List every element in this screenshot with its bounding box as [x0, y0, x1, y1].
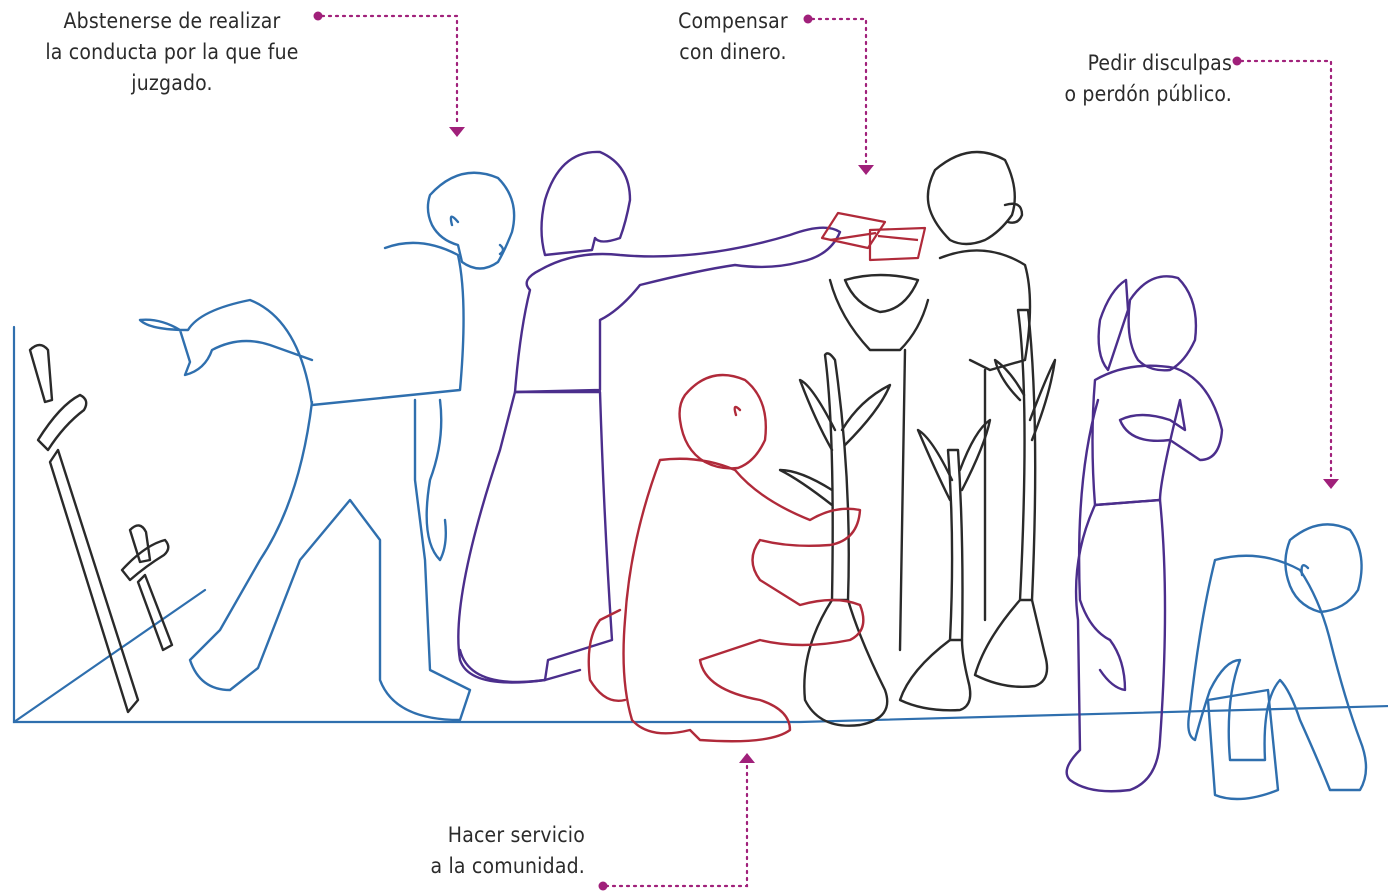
arrow-down-icon [449, 127, 465, 137]
connector-compensate [812, 19, 866, 162]
woman-giving-money [458, 152, 840, 683]
connector-community [606, 766, 747, 886]
bowl-woman-dress [900, 350, 985, 650]
connector-dot-abstain [314, 12, 323, 21]
connectors [322, 16, 1331, 886]
man-ear [451, 217, 458, 225]
connector-dot-community [599, 882, 608, 891]
arrow-up-icon [739, 753, 755, 763]
planter-head [680, 375, 766, 468]
planter-back-foot [589, 610, 625, 701]
sword-blade [50, 450, 138, 712]
swords [30, 345, 172, 712]
girl-arm [1079, 400, 1125, 690]
child-body [1188, 556, 1366, 790]
girl-legs [1067, 500, 1165, 791]
plant-leaf-2a [918, 430, 952, 500]
man-legs [190, 400, 470, 720]
plant-root-1 [804, 600, 887, 726]
bowl-woman-head [928, 152, 1015, 244]
sword-hilt [30, 345, 52, 402]
connector-dot-apologize [1233, 57, 1242, 66]
planter-ear [735, 407, 740, 415]
seated-child [1188, 524, 1366, 799]
man-mouth [500, 245, 503, 254]
plants [780, 310, 1055, 726]
sword-guard [38, 395, 86, 450]
connector-dot-compensate [804, 15, 813, 24]
girl-head [1129, 276, 1196, 370]
plant-stem-1 [825, 353, 849, 600]
arrow-down-icon [1323, 479, 1339, 489]
plant-leaf-1c [780, 470, 832, 505]
woman-skirt [458, 392, 612, 683]
plant-root-2 [900, 640, 970, 710]
small-sword-hilt [130, 525, 150, 562]
man-torso [140, 243, 464, 405]
plant-leaf-1b [842, 385, 890, 445]
connector-arrows [449, 127, 1339, 763]
connector-dots [314, 12, 1242, 891]
bowl [845, 275, 918, 312]
small-sword-blade [138, 575, 172, 650]
arrow-down-icon [858, 165, 874, 175]
woman-with-bowl [830, 152, 1030, 650]
girl-ponytail [1099, 280, 1128, 370]
man-right-arm [427, 400, 446, 560]
connector-apologize [1241, 61, 1331, 476]
connector-abstain [322, 16, 457, 124]
bowl-woman-body [940, 250, 1030, 370]
plant-leaf-3a [995, 360, 1024, 400]
girl-torso [1093, 366, 1223, 505]
woman-head [542, 152, 631, 255]
